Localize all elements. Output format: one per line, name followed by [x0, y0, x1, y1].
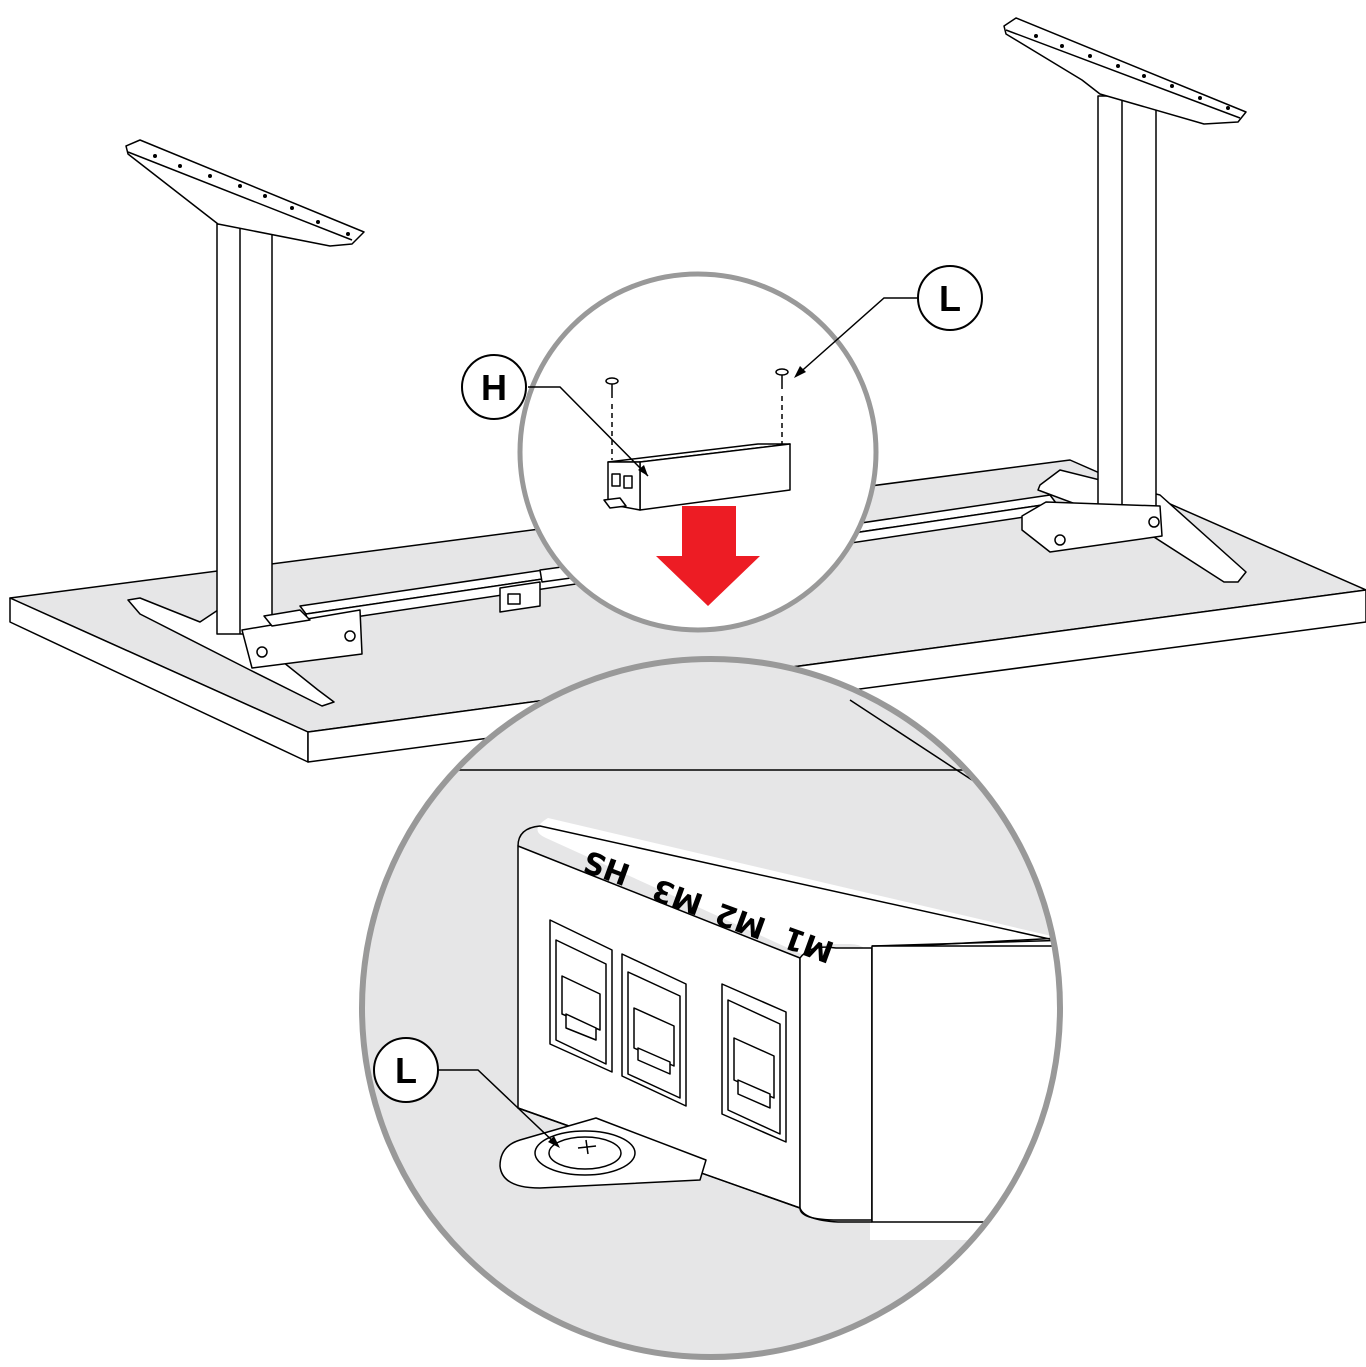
screw-left	[605, 377, 619, 398]
callout-l-top: L	[794, 265, 983, 378]
callout-l-detail-label: L	[395, 1050, 417, 1091]
left-leg	[125, 139, 365, 707]
callout-h-label: H	[481, 367, 507, 408]
port-m3	[621, 953, 687, 1107]
left-bracket-holes	[153, 154, 350, 236]
callout-h: H	[461, 354, 649, 477]
control-box	[603, 443, 791, 511]
right-bracket-holes	[1034, 34, 1230, 110]
port-hs	[549, 919, 613, 1073]
port-m2-m1	[721, 983, 787, 1143]
control-box-lens	[517, 271, 879, 633]
down-arrow	[656, 506, 760, 606]
callout-l-top-label: L	[939, 278, 961, 319]
screw-right	[775, 368, 789, 389]
mounting-tab	[499, 1117, 707, 1189]
detail-lens	[359, 656, 1063, 1360]
right-leg	[1003, 17, 1247, 583]
callout-l-detail: L	[373, 1037, 560, 1148]
